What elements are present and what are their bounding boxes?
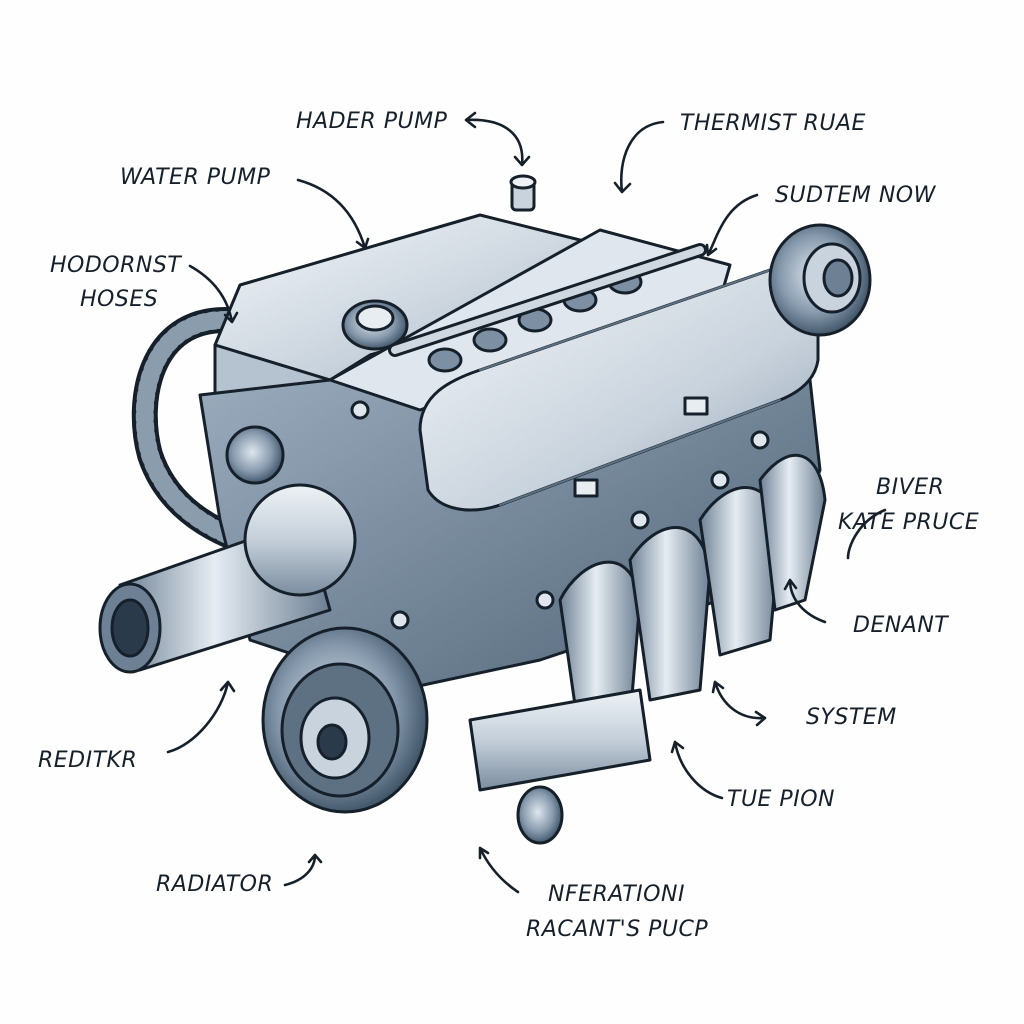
label-hader-pump: HADER PUMP <box>296 109 448 134</box>
arrow-tue-pion <box>670 740 724 800</box>
label-biver: BIVER <box>876 475 945 500</box>
label-denant: DENANT <box>853 613 949 638</box>
arrow-biver <box>846 508 887 560</box>
arrow-water-pump <box>296 178 370 250</box>
exhaust-collector <box>468 688 652 792</box>
arrow-reditkr <box>166 680 236 754</box>
label-nferationi: NFERATIONI <box>548 882 685 907</box>
leader-arrows <box>166 111 887 894</box>
arrow-system <box>711 680 767 727</box>
arrow-nferationi <box>478 846 520 894</box>
arrow-radiator <box>283 853 323 887</box>
label-thermist-ruae: THERMIST RUAE <box>680 111 866 136</box>
label-kate-pruce: KATE PRUCE <box>838 510 980 535</box>
arrow-hoses <box>188 264 239 324</box>
arrow-sudtem-now <box>705 193 759 257</box>
label-hoses-line1: HODORNST <box>50 253 182 278</box>
injector-row <box>427 269 643 373</box>
engine <box>98 174 872 845</box>
water-pump-housing <box>243 483 357 597</box>
label-sudtem-now: SUDTEM NOW <box>775 183 936 208</box>
label-radiator: RADIATOR <box>156 872 274 897</box>
arrow-thermist-ruae <box>613 120 665 194</box>
block-bolts <box>350 400 770 630</box>
label-system: SYSTEM <box>806 705 897 730</box>
label-reditkr: REDITKR <box>38 748 138 773</box>
arrow-hader-pump <box>464 111 531 167</box>
label-racants-pucp: RACANT'S PUCP <box>526 917 709 942</box>
label-tue-pion: TUE PION <box>727 787 835 812</box>
label-water-pump: WATER PUMP <box>120 165 271 190</box>
arrow-denant <box>783 578 827 624</box>
label-hoses-line2: HOSES <box>80 287 159 312</box>
